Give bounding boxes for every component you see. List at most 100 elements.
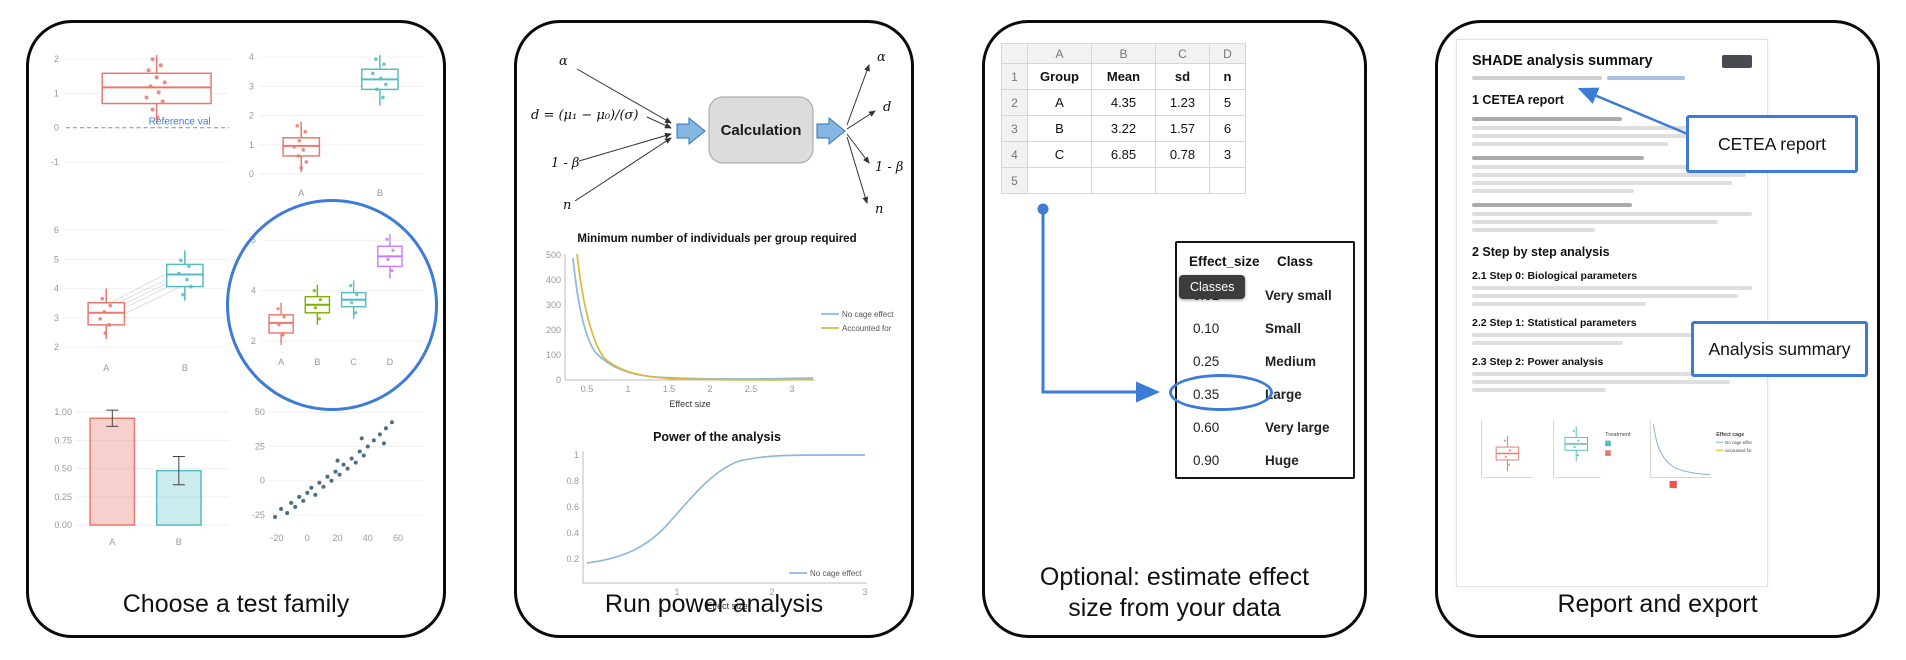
x-tick: 20 xyxy=(332,533,342,543)
calculation-box xyxy=(708,96,814,164)
x-tick: 2.5 xyxy=(745,384,758,394)
x-tick: B xyxy=(377,188,383,198)
effect-size-class: Small xyxy=(1265,321,1302,336)
y-tick: 0.2 xyxy=(566,554,579,564)
y-tick: 2 xyxy=(54,54,59,64)
y-tick: -25 xyxy=(252,510,265,520)
cell: n xyxy=(1209,63,1246,90)
y-tick: 1 xyxy=(249,140,254,150)
classes-tooltip: Classes xyxy=(1179,275,1246,299)
y-tick: 0.6 xyxy=(566,502,579,512)
y-tick: 2 xyxy=(54,342,59,352)
x-axis-label: Effect size xyxy=(706,601,747,611)
red-swatch xyxy=(1669,480,1678,489)
callout-cetea-report: CETEA report xyxy=(1686,115,1858,173)
x-tick: 2 xyxy=(707,384,712,394)
x-tick: A xyxy=(298,188,305,198)
output-n: n xyxy=(875,202,883,217)
legend-treatment: Treatment xyxy=(1606,432,1632,438)
x-axis-label: Effect size xyxy=(669,399,710,409)
cell: 1.23 xyxy=(1155,89,1210,116)
jitter-D xyxy=(385,237,395,273)
jitter-C xyxy=(349,284,359,315)
output-alpha: α xyxy=(877,50,886,65)
subsection-heading: 2.3 Step 2: Power analysis xyxy=(1472,356,1604,368)
y-tick: 0 xyxy=(556,375,561,385)
jitter-A xyxy=(98,297,113,336)
row-number: 1 xyxy=(1001,63,1028,90)
boxplot-four-groups: 6 4 2 xyxy=(251,234,425,368)
x-tick: B xyxy=(314,358,320,368)
output-d: d xyxy=(883,100,891,115)
cell: 3.22 xyxy=(1091,115,1156,142)
x-tick: 3 xyxy=(862,587,867,597)
box xyxy=(101,55,212,124)
subsection-heading: 2.1 Step 0: Biological parameters xyxy=(1472,270,1638,282)
y-tick: 0 xyxy=(249,169,254,179)
effect-size-value: 0.25 xyxy=(1193,354,1220,369)
y-tick: 50 xyxy=(255,407,265,417)
reference-label: Reference val xyxy=(149,117,211,128)
calculation-label: Calculation xyxy=(721,122,802,139)
cell xyxy=(1155,167,1210,194)
table-header: Class xyxy=(1277,253,1314,269)
effect-size-class: Large xyxy=(1265,387,1302,402)
chart-title: Minimum number of individuals per group … xyxy=(577,233,856,245)
arrow-start-dot xyxy=(1037,203,1049,215)
y-tick: 0.75 xyxy=(54,435,72,445)
box-D xyxy=(377,234,403,279)
x-tick: 1.5 xyxy=(663,384,676,394)
table-header: Effect_size xyxy=(1189,253,1260,269)
corner-cell xyxy=(1001,43,1028,64)
y-tick: 400 xyxy=(546,275,561,285)
legend-accounted-for: Accounted for xyxy=(842,324,892,333)
column-header: C xyxy=(1155,43,1210,64)
bar-chart: 1.00 0.75 0.50 0.25 0.00 A B xyxy=(54,407,230,547)
y-tick: 0.8 xyxy=(566,476,579,486)
pointer-arrow xyxy=(1041,209,1160,403)
x-tick: 2 xyxy=(769,587,774,597)
panel-run-power-analysis: α d = (μ₁ − μ₀)/(σ) 1 - β n Calculation xyxy=(514,20,914,638)
input-alpha: α xyxy=(559,54,568,69)
sheet-row: 4 C 6.85 0.78 3 xyxy=(1001,141,1246,168)
x-tick: A xyxy=(103,364,110,374)
legend-no-cage-effect: No cage effect xyxy=(810,569,862,578)
panel-report-and-export: SHADE analysis summary 1 CETEA report 2 … xyxy=(1435,20,1880,638)
legend-item: accounted for xyxy=(1725,448,1752,453)
scatter-plot: 50 25 0 -25 -20 0 20 xyxy=(252,407,425,543)
y-tick: 0 xyxy=(260,475,265,485)
x-tick: D xyxy=(387,358,394,368)
row-number: 2 xyxy=(1001,89,1028,116)
jitter-B xyxy=(312,289,323,321)
jitter-A xyxy=(292,123,309,170)
section-heading: 2 Step by step analysis xyxy=(1472,245,1610,259)
input-lines xyxy=(574,68,672,202)
min-individuals-chart: Minimum number of individuals per group … xyxy=(546,233,894,409)
cell xyxy=(1209,167,1246,194)
mini-curve-chart: Effect cage No cage effect accounted for xyxy=(1650,419,1752,489)
arrow-in-icon xyxy=(676,116,706,146)
curve-no-cage-effect xyxy=(572,257,814,380)
arrow-out-icon xyxy=(816,116,846,146)
bar-A xyxy=(89,409,136,526)
jitter-points xyxy=(144,57,167,120)
effect-size-value: 0.60 xyxy=(1193,420,1220,435)
y-tick: 500 xyxy=(546,250,561,260)
paragraph-skeleton xyxy=(1472,203,1752,232)
x-tick: B xyxy=(182,364,188,374)
power-chart: Power of the analysis 1 0.8 0.6 0.4 0.2 … xyxy=(566,430,867,611)
mini-boxplot-red xyxy=(1481,419,1534,479)
y-tick: 4 xyxy=(54,284,59,294)
jitter-A xyxy=(276,307,286,337)
y-tick: -1 xyxy=(51,157,59,167)
effect-size-class: Huge xyxy=(1265,453,1299,468)
x-tick: 0.5 xyxy=(581,384,594,394)
bar-B xyxy=(155,455,202,526)
input-effect-size-formula: d = (μ₁ − μ₀)/(σ) xyxy=(531,108,639,123)
panel-caption: Run power analysis xyxy=(604,589,824,618)
effect-size-class: Very large xyxy=(1265,420,1330,435)
y-tick: 300 xyxy=(546,300,561,310)
cell: 3 xyxy=(1209,141,1246,168)
cell: Group xyxy=(1027,63,1092,90)
sheet-row: 2 A 4.35 1.23 5 xyxy=(1001,89,1246,116)
